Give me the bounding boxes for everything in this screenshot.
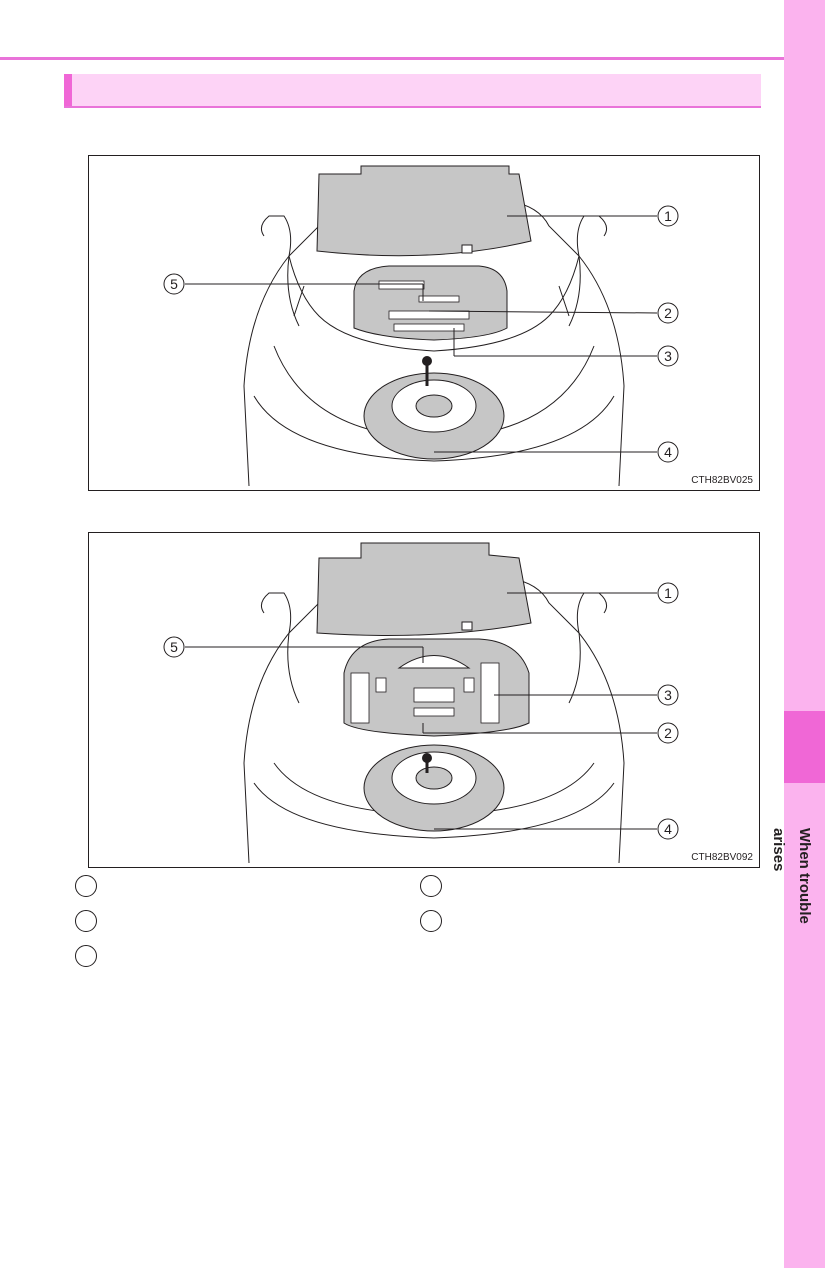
legend-number [75,945,97,967]
figure-code: CTH82BV092 [691,852,753,863]
callout-5: 5 [170,276,178,292]
callout-1: 1 [664,208,672,224]
figure-trunk-2: 1 5 3 2 4 CTH82BV092 [88,532,760,868]
trunk-illustration-2: 1 5 3 2 4 [163,542,679,864]
legend-number [420,910,442,932]
callout-4: 4 [664,444,672,460]
legend-number [75,910,97,932]
legend-number [75,875,97,897]
legend-item [420,910,720,934]
side-tab-active-marker[interactable] [784,711,825,783]
legend-number [420,875,442,897]
legend-item [75,875,375,899]
section-title-bar [64,74,761,108]
title-accent [64,74,72,106]
callout-3: 3 [664,687,672,703]
legend-item [75,910,375,934]
callout-2: 2 [664,305,672,321]
figure-code: CTH82BV025 [691,475,753,486]
side-tab [784,0,825,1268]
legend-item [420,875,720,899]
trunk-illustration-1: 1 5 2 3 4 [163,165,679,487]
callout-1: 1 [664,585,672,601]
callout-4: 4 [664,821,672,837]
callout-2: 2 [664,725,672,741]
callout-5: 5 [170,639,178,655]
side-tab-label: When trouble arises [770,828,813,924]
legend-item [75,945,375,969]
callout-3: 3 [664,348,672,364]
figure-trunk-1: 1 5 2 3 4 CTH82BV025 [88,155,760,491]
top-rule [0,57,784,60]
title-underline [64,106,761,108]
